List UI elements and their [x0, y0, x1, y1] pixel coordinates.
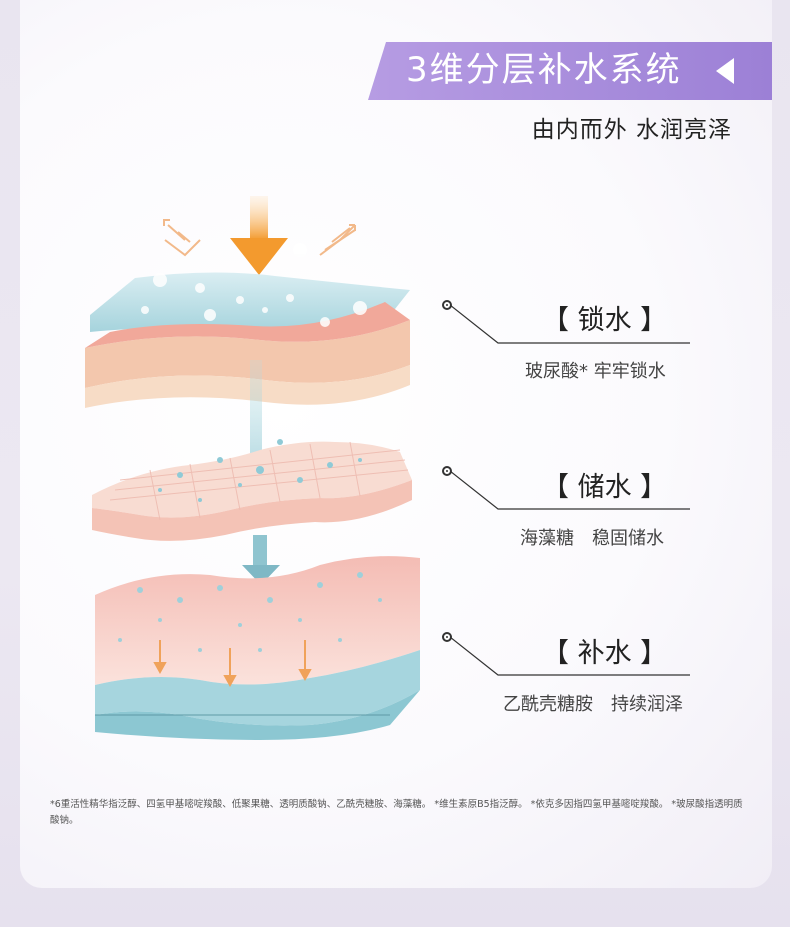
feature-desc-lock: 玻尿酸* 牢牢锁水 [525, 361, 666, 382]
leader-line [450, 471, 690, 510]
blue-particles-deep [118, 572, 382, 652]
water-film-layer [90, 272, 410, 332]
bullet-dot [442, 466, 452, 476]
blue-particles [158, 439, 362, 502]
small-arrow-down-icons [153, 640, 312, 688]
page-subtitle: 由内而外 水润亮泽 [531, 117, 732, 143]
bullet-dot [442, 300, 452, 310]
feature-title-replenish: 【 补水 】 [542, 638, 668, 669]
footnote: *6重活性精华指泛醇、四氢甲基嘧啶羧酸、低聚果糖、透明质酸钠、乙酰壳糖胺、海藻糖… [50, 799, 743, 826]
triangle-left-icon [716, 58, 734, 84]
arrow-down-blue-icon [242, 535, 280, 585]
feature-desc-replenish: 乙酰壳糖胺 持续润泽 [503, 694, 683, 715]
skin-layers-illustration [85, 196, 420, 740]
feature-desc-store: 海藻糖 稳固储水 [520, 528, 664, 549]
cell-grid [109, 441, 409, 521]
water-droplets [141, 243, 367, 327]
content-card: 3维分层补水系统 由内而外 水润亮泽 [20, 0, 772, 888]
feature-title-store: 【 储水 】 [542, 472, 668, 503]
leader-line [450, 637, 690, 676]
title-banner [368, 42, 772, 100]
page-title: 3维分层补水系统 [406, 50, 682, 90]
chevron-arrows-left-icon [163, 219, 201, 257]
feature-title-lock: 【 锁水 】 [542, 305, 668, 336]
arrow-down-icon [230, 196, 288, 275]
leader-line [450, 305, 690, 344]
chevron-arrows-right-icon [319, 224, 356, 256]
bullet-dot [442, 632, 452, 642]
